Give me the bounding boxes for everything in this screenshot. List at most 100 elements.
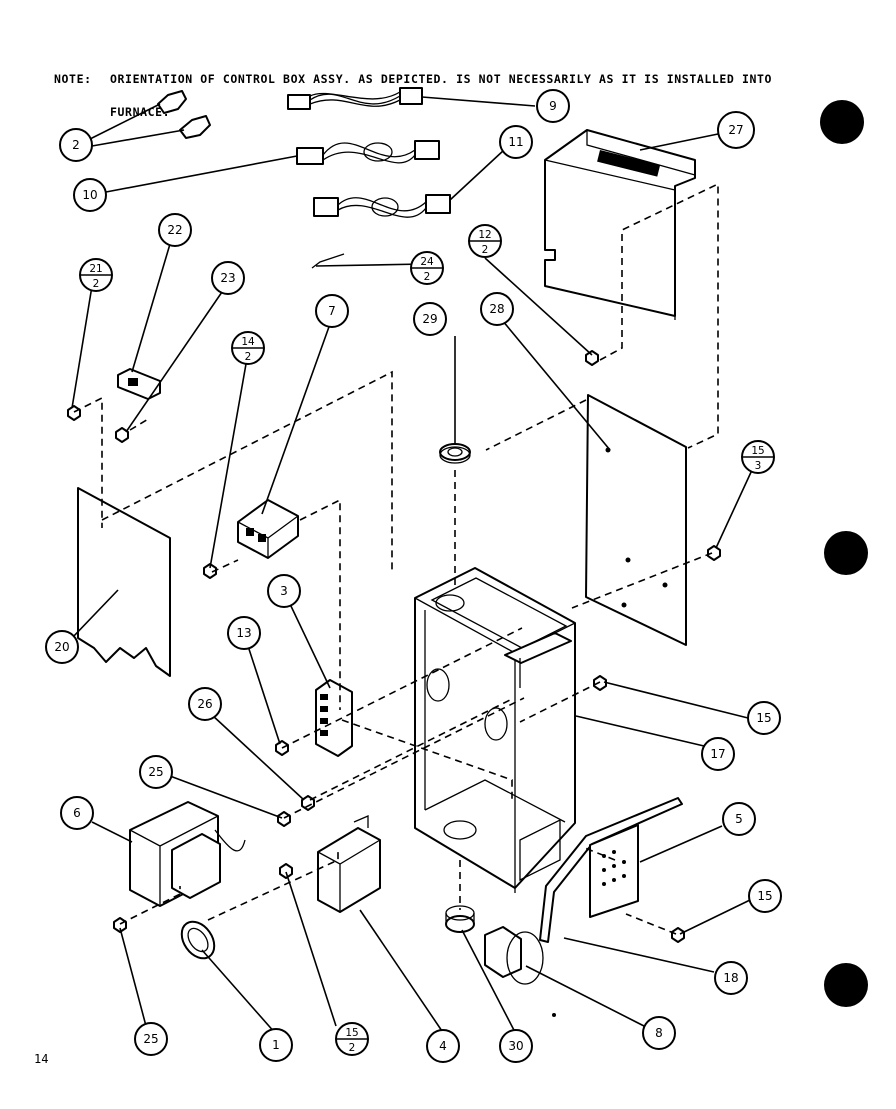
part-panel-20 bbox=[77, 487, 171, 677]
callout-30: 30 bbox=[499, 1029, 533, 1063]
svg-text:4: 4 bbox=[439, 1039, 447, 1053]
callout-21-over-2: 212 bbox=[79, 258, 113, 292]
callout-26: 26 bbox=[188, 687, 222, 721]
svg-text:15: 15 bbox=[751, 445, 764, 457]
callout-4: 4 bbox=[426, 1029, 460, 1063]
callout-2: 2 bbox=[59, 128, 93, 162]
screw-15-box bbox=[593, 675, 607, 691]
part-grommet-29 bbox=[439, 443, 471, 464]
svg-text:18: 18 bbox=[723, 971, 738, 985]
svg-text:5: 5 bbox=[735, 812, 743, 826]
callout-5: 5 bbox=[722, 802, 756, 836]
callout-15-right: 15 bbox=[747, 701, 781, 735]
binder-hole-middle bbox=[824, 531, 868, 575]
callout-23: 23 bbox=[211, 261, 245, 295]
note-line-2: FURNACE. bbox=[110, 105, 171, 119]
screw-25-top bbox=[277, 811, 291, 827]
part-control-module bbox=[544, 129, 696, 320]
callout-20: 20 bbox=[45, 630, 79, 664]
callout-22: 22 bbox=[158, 213, 192, 247]
svg-text:12: 12 bbox=[478, 229, 491, 241]
svg-text:21: 21 bbox=[89, 263, 102, 275]
svg-text:11: 11 bbox=[508, 135, 523, 149]
part-limit-switch-8 bbox=[484, 926, 556, 1017]
note-label: NOTE: bbox=[54, 72, 92, 86]
part-wire-harness-11 bbox=[313, 194, 451, 218]
callout-18: 18 bbox=[714, 961, 748, 995]
svg-text:26: 26 bbox=[197, 697, 212, 711]
svg-text:24: 24 bbox=[420, 256, 434, 268]
callout-25-bottom: 25 bbox=[134, 1022, 168, 1056]
callout-25-top: 25 bbox=[139, 755, 173, 789]
screw-25-bottom bbox=[113, 917, 127, 933]
svg-text:3: 3 bbox=[755, 460, 762, 472]
callout-8: 8 bbox=[642, 1016, 676, 1050]
svg-text:2: 2 bbox=[245, 351, 252, 363]
screw-15-board bbox=[671, 927, 685, 943]
svg-text:8: 8 bbox=[655, 1026, 663, 1040]
part-wire-harness-9 bbox=[287, 87, 423, 110]
part-terminal-strip-3 bbox=[315, 679, 353, 757]
part-plug-30 bbox=[445, 905, 475, 933]
screw-15-relay bbox=[279, 863, 293, 879]
callout-12-over-2: 122 bbox=[468, 224, 502, 258]
svg-text:30: 30 bbox=[508, 1039, 523, 1053]
callout-29: 29 bbox=[413, 302, 447, 336]
note-text: NOTE: ORIENTATION OF CONTROL BOX ASSY. AS… bbox=[54, 52, 772, 129]
part-relay-7 bbox=[237, 499, 299, 559]
part-jumper-wire bbox=[311, 253, 345, 269]
screw-23 bbox=[115, 427, 129, 443]
svg-text:15: 15 bbox=[756, 711, 771, 725]
callout-28: 28 bbox=[480, 292, 514, 326]
svg-text:2: 2 bbox=[349, 1042, 356, 1054]
part-control-box-17 bbox=[414, 567, 576, 893]
svg-text:15: 15 bbox=[757, 889, 772, 903]
callout-9: 9 bbox=[536, 89, 570, 123]
callout-14-over-2: 142 bbox=[231, 331, 265, 365]
callout-1: 1 bbox=[259, 1028, 293, 1062]
callout-6: 6 bbox=[60, 796, 94, 830]
callout-3: 3 bbox=[267, 574, 301, 608]
part-wire-harness-10 bbox=[296, 140, 440, 165]
part-relay-4 bbox=[317, 815, 381, 913]
svg-text:6: 6 bbox=[73, 806, 81, 820]
callout-13: 13 bbox=[227, 616, 261, 650]
callout-15-board: 15 bbox=[748, 879, 782, 913]
svg-text:17: 17 bbox=[710, 747, 725, 761]
svg-text:2: 2 bbox=[424, 271, 431, 283]
svg-text:2: 2 bbox=[93, 278, 100, 290]
note-line-1: ORIENTATION OF CONTROL BOX ASSY. AS DEPI… bbox=[110, 72, 773, 86]
svg-text:22: 22 bbox=[167, 223, 182, 237]
svg-text:29: 29 bbox=[422, 312, 437, 326]
svg-text:28: 28 bbox=[489, 302, 504, 316]
callout-7: 7 bbox=[315, 294, 349, 328]
svg-text:20: 20 bbox=[54, 640, 69, 654]
svg-text:25: 25 bbox=[143, 1032, 158, 1046]
callout-10: 10 bbox=[73, 178, 107, 212]
page-number: 14 bbox=[34, 1052, 49, 1066]
callout-15-over-3: 153 bbox=[741, 440, 775, 474]
callout-11: 11 bbox=[499, 125, 533, 159]
part-rod-18 bbox=[539, 797, 683, 943]
svg-text:13: 13 bbox=[236, 626, 251, 640]
callout-17: 17 bbox=[701, 737, 735, 771]
svg-text:2: 2 bbox=[72, 138, 80, 152]
part-bushing-1 bbox=[180, 920, 216, 960]
screw-15-right bbox=[707, 545, 721, 561]
callout-27: 27 bbox=[717, 111, 755, 149]
part-circuit-board-5 bbox=[589, 824, 639, 918]
svg-text:27: 27 bbox=[728, 123, 743, 137]
svg-text:1: 1 bbox=[272, 1038, 280, 1052]
screw-12 bbox=[585, 350, 599, 366]
svg-text:10: 10 bbox=[82, 188, 97, 202]
part-transformer-6 bbox=[129, 801, 246, 907]
part-mounting-plate-28 bbox=[585, 394, 687, 646]
svg-text:9: 9 bbox=[549, 99, 557, 113]
svg-text:7: 7 bbox=[328, 304, 336, 318]
leader-lines bbox=[71, 96, 753, 1035]
part-bracket-22 bbox=[117, 368, 161, 400]
svg-text:23: 23 bbox=[220, 271, 235, 285]
callout-24-over-2: 242 bbox=[410, 251, 444, 285]
binder-hole-top bbox=[820, 100, 864, 144]
